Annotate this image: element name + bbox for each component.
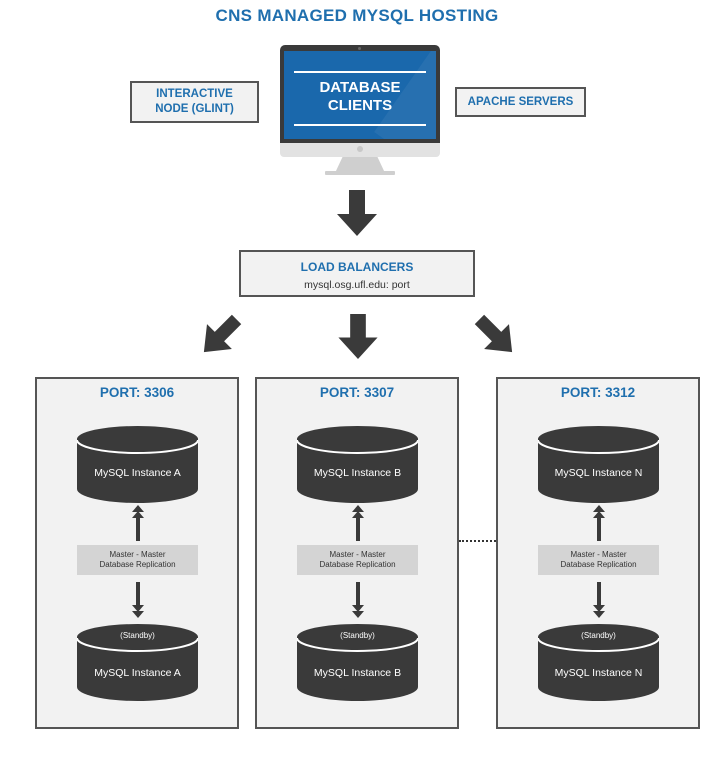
arrow-up-icon xyxy=(593,505,605,541)
apache-servers-label: APACHE SERVERS xyxy=(467,95,574,108)
port-label: PORT: 3306 xyxy=(99,385,175,400)
database-cylinder-primary: MySQL Instance B xyxy=(297,425,418,503)
database-icon xyxy=(77,624,198,701)
port-label: PORT: 3312 xyxy=(560,385,636,400)
primary-instance-label: MySQL Instance B xyxy=(313,467,402,479)
screen-divider-bottom xyxy=(294,124,426,126)
database-icon xyxy=(297,426,418,503)
standby-tag: (Standby) xyxy=(340,631,375,640)
database-icon xyxy=(297,624,418,701)
port-label: PORT: 3307 xyxy=(319,385,395,400)
monitor-icon: DATABASE CLIENTS xyxy=(280,45,440,177)
standby-tag: (Standby) xyxy=(581,631,616,640)
monitor-stand-base xyxy=(325,171,395,175)
monitor-stand xyxy=(335,157,385,173)
database-cylinder-standby: (Standby) MySQL Instance A xyxy=(77,623,198,701)
replication-line1: Master - Master xyxy=(570,550,627,559)
dotted-connector xyxy=(459,540,496,542)
load-balancers-address: mysql.osg.ufl.edu: port xyxy=(304,279,410,291)
replication-line2: Database Replication xyxy=(99,560,176,569)
diagram-title: CNS MANAGED MYSQL HOSTING xyxy=(215,6,499,25)
primary-instance-label: MySQL Instance N xyxy=(554,467,643,479)
replication-line2: Database Replication xyxy=(560,560,637,569)
arrow-down-icon xyxy=(352,582,364,618)
replication-box: Master - Master Database Replication xyxy=(77,545,198,575)
port-column-b: PORT: 3307 MySQL Instance B Master - Mas… xyxy=(255,377,459,729)
arrow-up-icon xyxy=(132,505,144,541)
replication-box: Master - Master Database Replication xyxy=(297,545,418,575)
database-cylinder-primary: MySQL Instance N xyxy=(538,425,659,503)
camera-dot xyxy=(358,47,361,50)
replication-line1: Master - Master xyxy=(329,550,386,559)
arrow-down-icon xyxy=(593,582,605,618)
arrow-down-icon xyxy=(337,190,377,236)
database-cylinder-standby: (Standby) MySQL Instance N xyxy=(538,623,659,701)
screen-divider-top xyxy=(294,71,426,73)
monitor-logo-dot xyxy=(357,146,363,152)
load-balancers-title: LOAD BALANCERS xyxy=(300,260,414,274)
arrow-down-icon xyxy=(132,582,144,618)
load-balancers-box: LOAD BALANCERS mysql.osg.ufl.edu: port xyxy=(239,250,475,297)
arrow-down-left-icon xyxy=(203,314,242,353)
arrow-down-right-icon xyxy=(474,314,513,353)
database-cylinder-primary: MySQL Instance A xyxy=(77,425,198,503)
database-icon xyxy=(538,426,659,503)
port-column-a: PORT: 3306 MySQL Instance A Master - Mas… xyxy=(35,377,239,729)
primary-instance-label: MySQL Instance A xyxy=(94,467,181,479)
database-icon xyxy=(77,426,198,503)
interactive-node-label-line1: INTERACTIVE xyxy=(156,88,233,100)
interactive-node-box: INTERACTIVE NODE (GLINT) xyxy=(130,81,259,123)
monitor-screen: DATABASE CLIENTS xyxy=(284,51,436,139)
arrow-down-icon xyxy=(338,314,378,359)
database-cylinder-standby: (Standby) MySQL Instance B xyxy=(297,623,418,701)
port-column-n: PORT: 3312 MySQL Instance N Master - Mas… xyxy=(496,377,700,729)
apache-servers-box: APACHE SERVERS xyxy=(455,87,586,117)
database-clients-line1: DATABASE xyxy=(319,79,401,96)
standby-instance-label: MySQL Instance N xyxy=(554,667,643,679)
standby-tag: (Standby) xyxy=(120,631,155,640)
standby-instance-label: MySQL Instance B xyxy=(313,667,402,679)
interactive-node-label-line2: NODE (GLINT) xyxy=(155,103,234,115)
arrow-up-icon xyxy=(352,505,364,541)
database-clients-line2: CLIENTS xyxy=(327,97,393,114)
replication-line1: Master - Master xyxy=(109,550,166,559)
standby-instance-label: MySQL Instance A xyxy=(94,667,181,679)
database-icon xyxy=(538,624,659,701)
database-clients-label: DATABASE CLIENTS xyxy=(284,79,436,115)
replication-line2: Database Replication xyxy=(319,560,396,569)
replication-box: Master - Master Database Replication xyxy=(538,545,659,575)
